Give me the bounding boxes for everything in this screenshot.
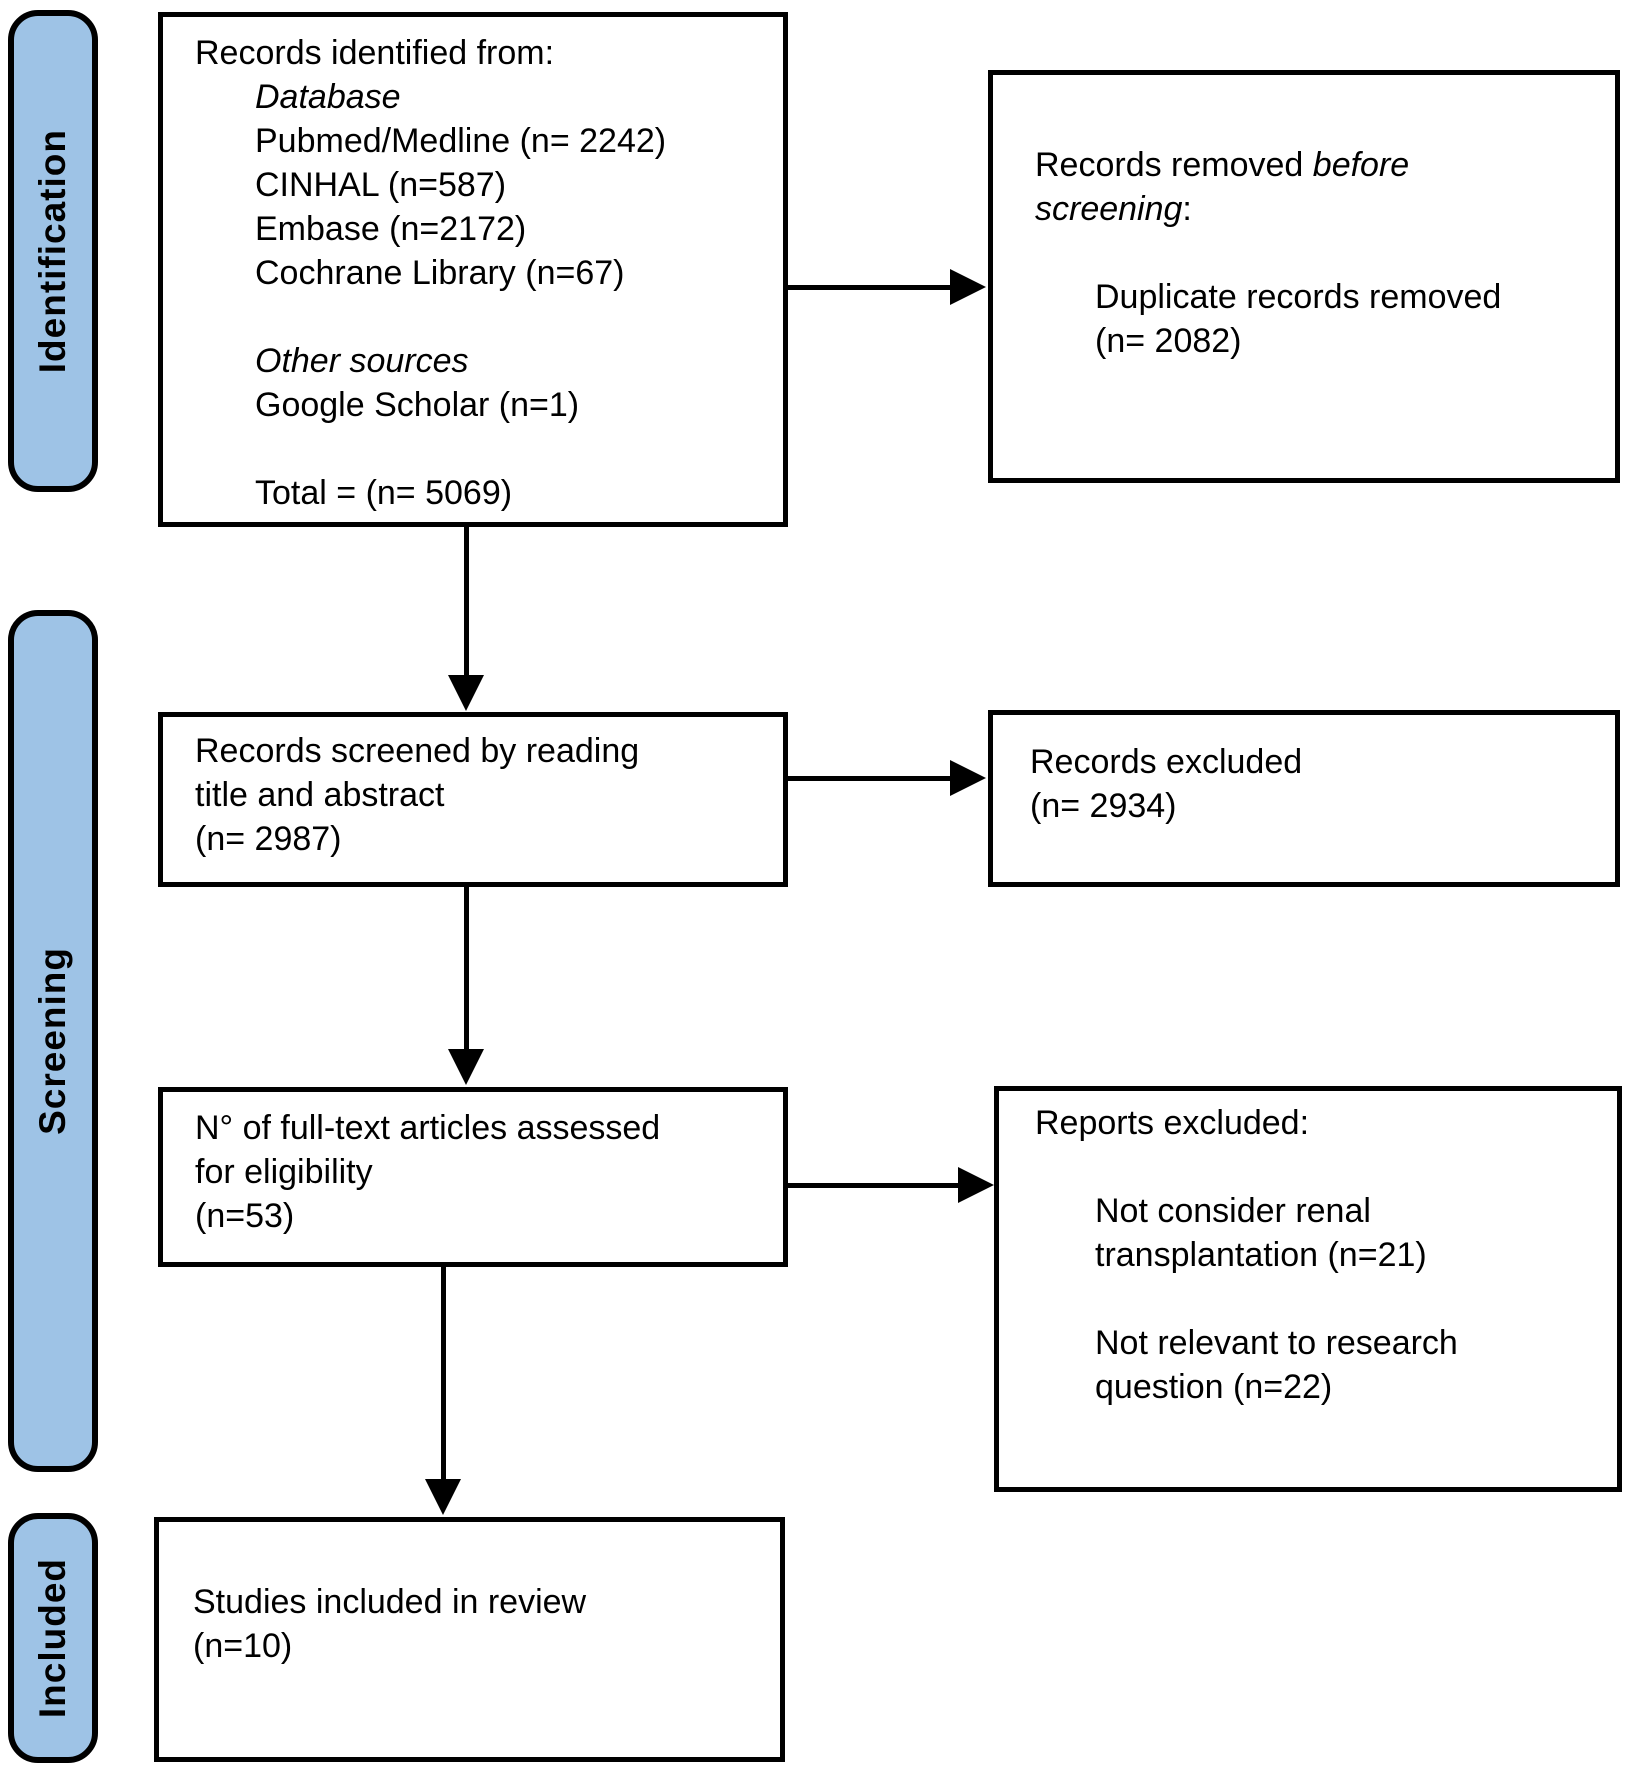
arrow-head-right-icon xyxy=(950,269,986,305)
arrow-shaft xyxy=(464,887,469,1049)
arrow-head-down-icon xyxy=(425,1479,461,1515)
records-identified-heading: Records identified from: xyxy=(195,34,555,72)
spacer xyxy=(195,427,773,471)
spacer xyxy=(1035,231,1605,275)
spacer xyxy=(195,295,773,339)
stage-label-screening: Screening xyxy=(8,610,98,1472)
stage-label-identification-text: Identification xyxy=(32,128,73,374)
records-excluded-count: (n= 2934) xyxy=(1030,787,1177,825)
duplicates-removed-line2: (n= 2082) xyxy=(1095,322,1242,360)
fulltext-assessed-count: (n=53) xyxy=(195,1197,295,1235)
records-identified-total: Total = (n= 5069) xyxy=(255,474,513,512)
records-removed-heading-italic: before xyxy=(1312,146,1410,184)
arrow-head-right-icon xyxy=(958,1167,994,1203)
stage-label-included-text: Included xyxy=(32,1557,73,1719)
box-records-removed-before-screening: Records removed before screening: Duplic… xyxy=(988,70,1620,483)
reports-excluded-reason1-line1: Not consider renal xyxy=(1095,1192,1371,1230)
reports-excluded-reason2-line2: question (n=22) xyxy=(1095,1368,1333,1406)
box-records-excluded: Records excluded (n= 2934) xyxy=(988,710,1620,887)
stage-label-identification: Identification xyxy=(8,10,98,492)
studies-included-line1: Studies included in review xyxy=(193,1583,587,1621)
records-removed-heading-line2: screening: xyxy=(1035,187,1605,231)
box-records-screened: Records screened by reading title and ab… xyxy=(158,712,788,887)
fulltext-assessed-line2: for eligibility xyxy=(195,1153,373,1191)
duplicates-removed-line1: Duplicate records removed xyxy=(1095,278,1502,316)
reports-excluded-heading: Reports excluded: xyxy=(1035,1104,1310,1142)
database-item-embase: Embase (n=2172) xyxy=(255,210,527,248)
other-sources-label: Other sources xyxy=(255,342,469,380)
spacer xyxy=(1035,1277,1607,1321)
box-reports-excluded: Reports excluded: Not consider renal tra… xyxy=(994,1086,1622,1492)
other-source-google-scholar: Google Scholar (n=1) xyxy=(255,386,580,424)
records-screened-count: (n= 2987) xyxy=(195,820,342,858)
database-item-pubmed: Pubmed/Medline (n= 2242) xyxy=(255,122,667,160)
reports-excluded-reason1-line2: transplantation (n=21) xyxy=(1095,1236,1427,1274)
records-excluded-line1: Records excluded xyxy=(1030,743,1303,781)
arrow-shaft xyxy=(788,285,950,290)
database-item-cochrane: Cochrane Library (n=67) xyxy=(255,254,625,292)
arrow-shaft xyxy=(788,1183,958,1188)
box-studies-included: Studies included in review (n=10) xyxy=(154,1517,785,1762)
stage-label-included: Included xyxy=(8,1513,98,1763)
records-removed-heading-normal: Records removed xyxy=(1035,146,1304,184)
arrow-shaft xyxy=(464,527,469,675)
records-removed-heading-line1: Records removed before xyxy=(1035,143,1605,187)
stage-label-screening-text: Screening xyxy=(32,947,73,1135)
records-removed-heading-colon: : xyxy=(1182,190,1192,228)
fulltext-assessed-line1: N° of full-text articles assessed xyxy=(195,1109,661,1147)
database-item-cinhal: CINHAL (n=587) xyxy=(255,166,507,204)
spacer xyxy=(1035,1145,1607,1189)
database-label: Database xyxy=(255,78,401,116)
records-removed-heading-italic2: screening xyxy=(1035,190,1183,228)
studies-included-count: (n=10) xyxy=(193,1627,293,1665)
records-screened-line1: Records screened by reading xyxy=(195,732,640,770)
box-fulltext-assessed: N° of full-text articles assessed for el… xyxy=(158,1087,788,1267)
arrow-shaft xyxy=(788,776,950,781)
records-screened-line2: title and abstract xyxy=(195,776,445,814)
arrow-head-right-icon xyxy=(950,760,986,796)
box-records-identified: Records identified from: Database Pubmed… xyxy=(158,12,788,527)
arrow-head-down-icon xyxy=(448,675,484,711)
reports-excluded-reason2-line1: Not relevant to research xyxy=(1095,1324,1458,1362)
arrow-shaft xyxy=(441,1267,446,1479)
arrow-head-down-icon xyxy=(448,1049,484,1085)
